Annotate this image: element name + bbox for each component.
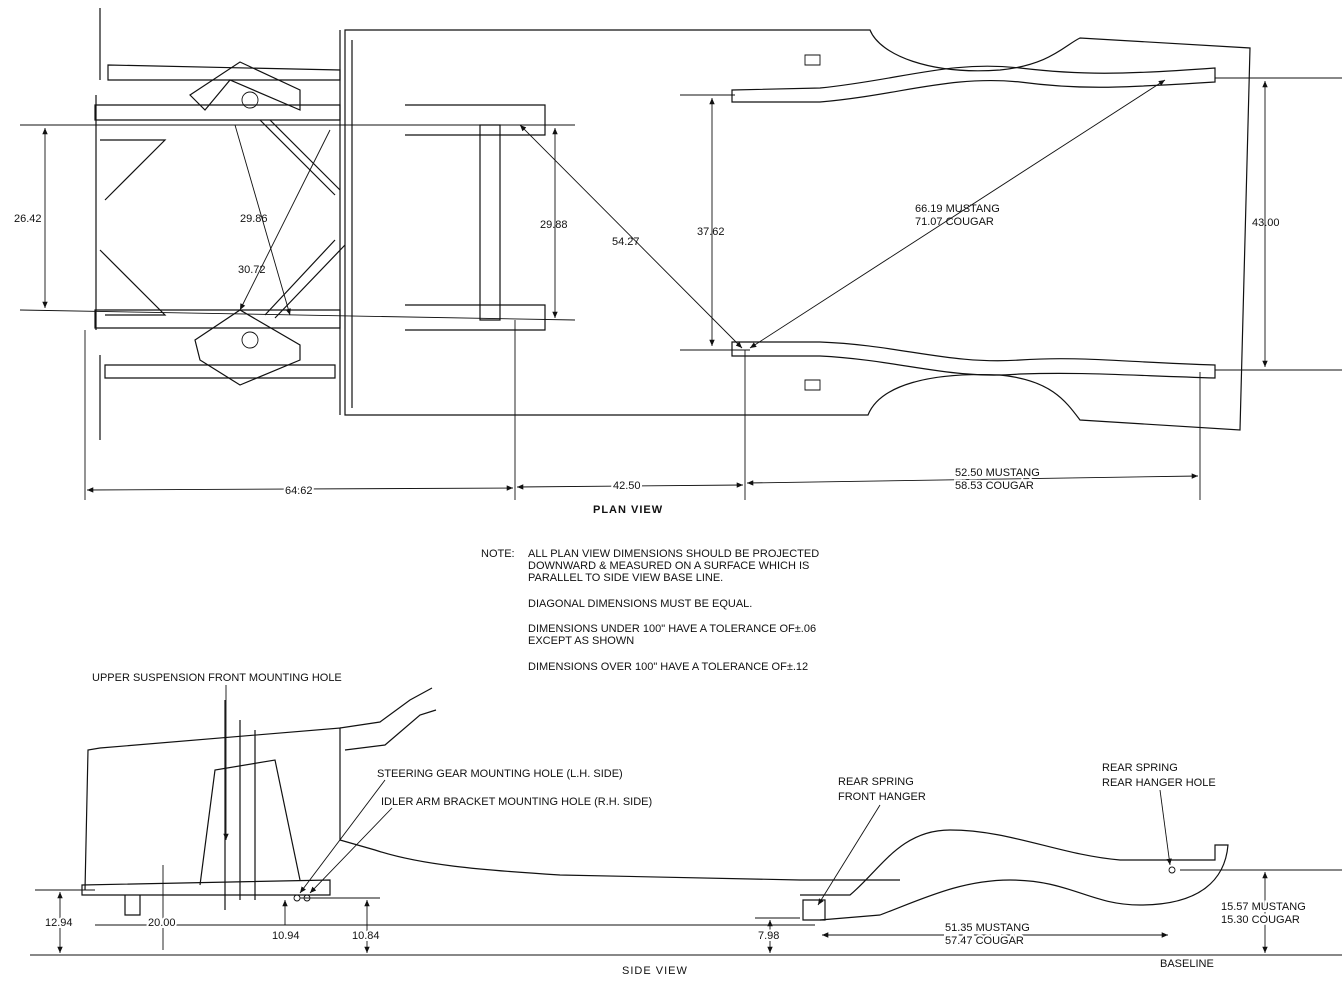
dim-10-94: 10.94 <box>272 930 300 942</box>
rear-rail-upper <box>731 65 1216 103</box>
note-line: DIAGONAL DIMENSIONS MUST BE EQUAL. <box>528 598 752 610</box>
note-line: ALL PLAN VIEW DIMENSIONS SHOULD BE PROJE… <box>528 548 819 560</box>
baseline-label: BASELINE <box>1160 958 1214 970</box>
side-view-title: SIDE VIEW <box>622 965 688 977</box>
dim-51-35: 51.35 MUSTANG <box>945 922 1030 934</box>
dim-29-88: 29.88 <box>540 219 568 231</box>
floor-pan-outline <box>344 29 1251 431</box>
front-body-outline <box>84 727 900 891</box>
dim-64-62: 64.62 <box>285 485 313 497</box>
dim-66-19: 66.19 MUSTANG <box>915 203 1000 215</box>
dim-43-00: 43.00 <box>1252 217 1280 229</box>
note-line: DIMENSIONS UNDER 100" HAVE A TOLERANCE O… <box>528 623 816 635</box>
callout-rear-spring-front: FRONT HANGER <box>838 791 926 803</box>
callout-idler-arm: IDLER ARM BRACKET MOUNTING HOLE (R.H. SI… <box>381 796 652 808</box>
callout-rear-spring-rear: REAR SPRING <box>1102 762 1178 774</box>
dim-57-47: 57.47 COUGAR <box>945 935 1024 947</box>
callout-steering-gear: STEERING GEAR MOUNTING HOLE (L.H. SIDE) <box>377 768 623 780</box>
dim-42-50: 42.50 <box>613 480 641 492</box>
plan-view-title: PLAN VIEW <box>593 504 663 516</box>
dim-30-72: 30.72 <box>238 264 266 276</box>
front-frame-section <box>94 8 346 440</box>
callout-rear-spring-rear: REAR HANGER HOLE <box>1102 777 1216 789</box>
dim-15-57: 15.57 MUSTANG <box>1221 901 1306 913</box>
note-line: PARALLEL TO SIDE VIEW BASE LINE. <box>528 572 723 584</box>
dim-29-86: 29.86 <box>240 213 268 225</box>
dim-15-30: 15.30 COUGAR <box>1221 914 1300 926</box>
dim-20-00: 20.00 <box>148 917 176 929</box>
note-line: DOWNWARD & MEASURED ON A SURFACE WHICH I… <box>528 560 809 572</box>
dim-10-84: 10.84 <box>352 930 380 942</box>
dim-58-53: 58.53 COUGAR <box>955 480 1034 492</box>
note-label: NOTE: <box>481 548 515 560</box>
dim-52-50: 52.50 MUSTANG <box>955 467 1040 479</box>
dim-12-94: 12.94 <box>45 917 73 929</box>
dim-26-42: 26.42 <box>14 213 42 225</box>
dim-7-98: 7.98 <box>758 930 779 942</box>
dim-71-07: 71.07 COUGAR <box>915 216 994 228</box>
dim-54-27: 54.27 <box>612 236 640 248</box>
side-view: UPPER SUSPENSION FRONT MOUNTING HOLE STE… <box>30 672 1342 977</box>
callout-rear-spring-front: REAR SPRING <box>838 776 914 788</box>
plan-view: 26.42 29.86 30.72 29.88 54.27 37.62 66.1… <box>14 8 1342 516</box>
note-line: EXCEPT AS SHOWN <box>528 635 634 647</box>
rear-rail-side <box>800 829 1229 921</box>
notes-block: NOTE: ALL PLAN VIEW DIMENSIONS SHOULD BE… <box>481 548 819 673</box>
callout-upper-suspension: UPPER SUSPENSION FRONT MOUNTING HOLE <box>92 672 342 684</box>
rear-rail-lower <box>731 341 1216 379</box>
dim-37-62: 37.62 <box>697 226 725 238</box>
note-line: DIMENSIONS OVER 100" HAVE A TOLERANCE OF… <box>528 661 808 673</box>
